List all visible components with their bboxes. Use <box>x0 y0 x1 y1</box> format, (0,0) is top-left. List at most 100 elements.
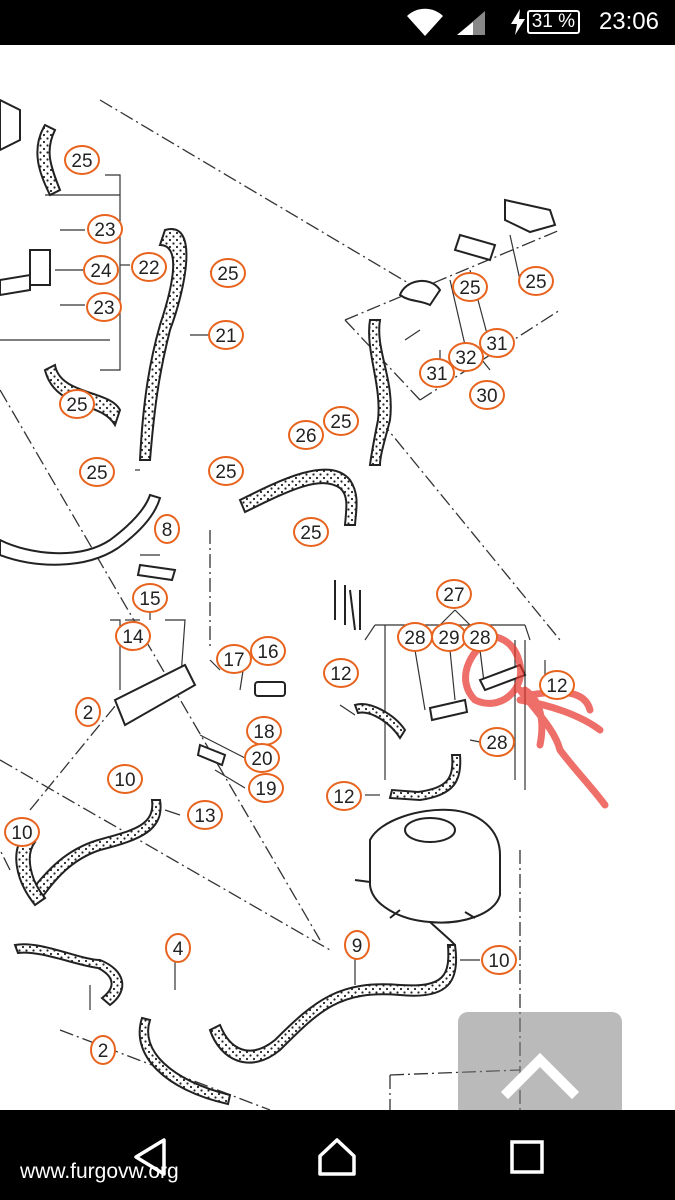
callout-number: 4 <box>173 939 184 960</box>
callout-25: 25 <box>323 406 359 436</box>
callout-number: 15 <box>139 589 160 610</box>
watermark: www.furgovw.org <box>20 1160 179 1183</box>
callout-14: 14 <box>115 621 151 651</box>
callout-number: 28 <box>469 628 490 649</box>
callout-number: 12 <box>333 787 354 808</box>
callout-19: 19 <box>248 773 284 803</box>
callout-10: 10 <box>107 764 143 794</box>
navigation-bar <box>0 1110 675 1200</box>
callout-26: 26 <box>288 420 324 450</box>
callout-number: 10 <box>488 951 509 972</box>
callout-number: 32 <box>455 348 476 369</box>
callout-number: 21 <box>215 326 236 347</box>
callout-number: 12 <box>330 664 351 685</box>
highlight-mark <box>462 632 609 809</box>
status-bar: 31 % 23:06 <box>0 0 675 45</box>
callout-number: 19 <box>255 779 276 800</box>
callout-number: 25 <box>66 395 87 416</box>
callout-number: 20 <box>251 749 272 770</box>
callout-13: 13 <box>187 800 223 830</box>
callout-31: 31 <box>419 358 455 388</box>
callout-31: 31 <box>479 328 515 358</box>
callout-number: 26 <box>295 426 316 447</box>
recents-button[interactable] <box>502 1132 552 1182</box>
callout-9: 9 <box>344 930 370 960</box>
chevron-up-icon <box>500 1052 580 1100</box>
callout-number: 9 <box>352 936 363 957</box>
callout-number: 25 <box>525 272 546 293</box>
callout-25: 25 <box>452 272 488 302</box>
back-icon <box>134 1138 166 1176</box>
callout-number: 24 <box>90 261 112 282</box>
callout-27: 27 <box>436 579 472 609</box>
callout-25: 25 <box>210 258 246 288</box>
callout-25: 25 <box>518 266 554 296</box>
callout-number: 22 <box>138 258 159 279</box>
callout-number: 31 <box>486 334 507 355</box>
callout-number: 2 <box>83 703 94 724</box>
callout-4: 4 <box>165 933 191 963</box>
callout-number: 28 <box>404 628 425 649</box>
callout-28: 28 <box>479 727 515 757</box>
callout-number: 8 <box>162 520 173 541</box>
callout-25: 25 <box>64 145 100 175</box>
callout-15: 15 <box>132 583 168 613</box>
callout-17: 17 <box>216 644 252 674</box>
callout-16: 16 <box>250 636 286 666</box>
callout-12: 12 <box>326 781 362 811</box>
callout-23: 23 <box>86 292 122 322</box>
recents-icon <box>510 1140 544 1174</box>
callout-28: 28 <box>462 622 498 652</box>
callout-2: 2 <box>90 1035 116 1065</box>
callout-number: 25 <box>71 151 92 172</box>
callout-10: 10 <box>481 945 517 975</box>
wifi-icon <box>407 8 443 36</box>
callout-number: 23 <box>93 298 114 319</box>
callout-number: 27 <box>443 585 464 606</box>
callout-32: 32 <box>448 342 484 372</box>
callout-30: 30 <box>469 380 505 410</box>
callout-number: 2 <box>98 1041 109 1062</box>
callout-number: 10 <box>11 823 32 844</box>
callout-18: 18 <box>246 716 282 746</box>
callout-12: 12 <box>539 670 575 700</box>
scroll-to-top-button[interactable] <box>458 1012 622 1110</box>
callout-number: 17 <box>223 650 244 671</box>
charging-icon <box>511 9 525 35</box>
expansion-tank <box>354 808 501 946</box>
callout-number: 18 <box>253 722 274 743</box>
callout-29: 29 <box>431 622 467 652</box>
callout-12: 12 <box>323 658 359 688</box>
callout-24: 24 <box>83 255 119 285</box>
callout-number: 13 <box>194 806 215 827</box>
callout-25: 25 <box>79 457 115 487</box>
callout-20: 20 <box>244 743 280 773</box>
callout-number: 31 <box>426 364 447 385</box>
callout-number: 25 <box>330 412 351 433</box>
callout-21: 21 <box>208 320 244 350</box>
callout-number: 29 <box>438 628 459 649</box>
signal-icon <box>457 11 485 35</box>
callout-number: 10 <box>114 770 135 791</box>
callout-number: 25 <box>300 523 321 544</box>
callout-25: 25 <box>59 389 95 419</box>
callout-25: 25 <box>208 456 244 486</box>
callout-number: 25 <box>459 278 480 299</box>
callout-number: 28 <box>486 733 507 754</box>
home-button[interactable] <box>312 1132 362 1182</box>
back-button[interactable] <box>126 1132 176 1182</box>
callout-number: 30 <box>476 386 497 407</box>
callout-number: 16 <box>257 642 278 663</box>
callout-number: 14 <box>122 627 144 648</box>
callout-25: 25 <box>293 517 329 547</box>
callout-number: 25 <box>215 462 236 483</box>
callout-22: 22 <box>131 252 167 282</box>
callout-number: 12 <box>546 676 567 697</box>
callout-28: 28 <box>397 622 433 652</box>
callout-2: 2 <box>75 697 101 727</box>
callout-number: 25 <box>86 463 107 484</box>
callout-number: 23 <box>94 220 115 241</box>
callout-23: 23 <box>87 214 123 244</box>
